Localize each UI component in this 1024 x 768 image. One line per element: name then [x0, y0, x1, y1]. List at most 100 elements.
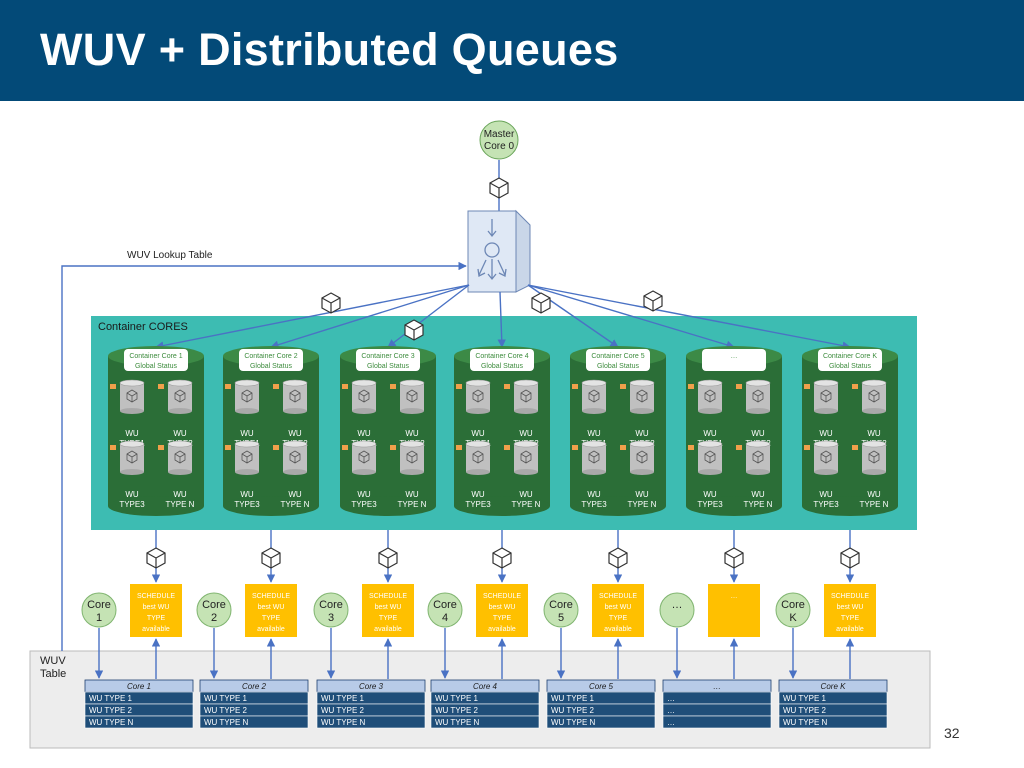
container-core-cylinder[interactable]	[570, 346, 666, 516]
wuv-core-table[interactable]: Core 2WU TYPE 1WU TYPE 2WU TYPE N	[199, 679, 309, 729]
table-row-text: WU TYPE N	[204, 718, 249, 727]
cube-icon	[289, 389, 301, 403]
schedule-cube-icon	[261, 547, 281, 569]
wu-type-label-line1: WU	[519, 429, 533, 438]
wuv-core-table[interactable]: Core 3WU TYPE 1WU TYPE 2WU TYPE N	[316, 679, 426, 729]
queue-flag-icon	[504, 445, 510, 450]
wu-queue[interactable]	[110, 440, 145, 475]
wu-queue[interactable]	[273, 379, 308, 414]
wu-type-label-line1: WU	[125, 429, 139, 438]
schedule-text-line: TYPE	[147, 615, 166, 622]
core-node-line2: 2	[211, 612, 217, 624]
table-row	[316, 715, 426, 729]
container-core-cylinder[interactable]	[340, 346, 436, 516]
wu-queue[interactable]	[225, 379, 260, 414]
schedule-box[interactable]: …	[708, 584, 760, 637]
wu-queue[interactable]	[804, 440, 839, 475]
wu-queue[interactable]	[273, 440, 308, 475]
queue-flag-icon	[158, 384, 164, 389]
global-status-box	[702, 349, 766, 371]
wu-queue[interactable]	[390, 379, 425, 414]
wu-queue[interactable]	[342, 440, 377, 475]
schedule-text-line: available	[257, 626, 285, 633]
core-node[interactable]	[196, 592, 232, 628]
schedule-text-line: SCHEDULE	[369, 593, 407, 600]
table-row-text: …	[667, 718, 675, 727]
queue-flag-icon	[390, 445, 396, 450]
wu-queue[interactable]	[158, 379, 193, 414]
wu-queue[interactable]	[572, 379, 607, 414]
core-node[interactable]	[659, 592, 695, 628]
global-status-box	[470, 349, 534, 371]
container-core-cylinder[interactable]	[454, 346, 550, 516]
wu-queue[interactable]	[688, 440, 723, 475]
container-core-cylinder[interactable]	[108, 346, 204, 516]
fanout-cube-icon	[321, 292, 341, 314]
wu-queue[interactable]	[342, 379, 377, 414]
wu-queue[interactable]	[852, 379, 887, 414]
schedule-text-line: …	[731, 593, 738, 600]
cube-icon	[868, 389, 880, 403]
wuv-core-table[interactable]: Core 4WU TYPE 1WU TYPE 2WU TYPE N	[430, 679, 540, 729]
cube-icon	[704, 450, 716, 464]
wu-queue[interactable]	[736, 440, 771, 475]
cube-icon	[520, 450, 532, 464]
cube-icon	[289, 450, 301, 464]
cube-icon	[520, 389, 532, 403]
wu-queue[interactable]	[620, 379, 655, 414]
wu-queue[interactable]	[504, 379, 539, 414]
queue-flag-icon	[736, 384, 742, 389]
wu-queue[interactable]	[504, 440, 539, 475]
core-node[interactable]	[313, 592, 349, 628]
wu-type-label-line2: TYPE N	[166, 500, 195, 509]
wuv-core-table[interactable]: Core KWU TYPE 1WU TYPE 2WU TYPE N	[778, 679, 888, 729]
wu-queue[interactable]	[804, 379, 839, 414]
container-core-cylinder[interactable]	[223, 346, 319, 516]
global-status-box	[239, 349, 303, 371]
wu-queue[interactable]	[225, 440, 260, 475]
wu-queue[interactable]	[110, 379, 145, 414]
container-core-cylinder[interactable]	[802, 346, 898, 516]
wu-queue[interactable]	[852, 440, 887, 475]
wuv-core-table[interactable]: Core 1WU TYPE 1WU TYPE 2WU TYPE N	[84, 679, 194, 729]
queue-flag-icon	[110, 384, 116, 389]
dispatcher-box[interactable]	[467, 209, 531, 293]
core-node[interactable]	[775, 592, 811, 628]
table-row	[430, 715, 540, 729]
wu-queue[interactable]	[736, 379, 771, 414]
schedule-text-line: SCHEDULE	[483, 593, 521, 600]
wu-type-label-line1: WU	[288, 429, 302, 438]
core-node-line2: 5	[558, 612, 564, 624]
container-core-cylinder[interactable]	[686, 346, 782, 516]
core-node[interactable]	[543, 592, 579, 628]
global-status-line2: Global Status	[597, 363, 640, 370]
wuv-core-table[interactable]: Core 5WU TYPE 1WU TYPE 2WU TYPE N	[546, 679, 656, 729]
wuv-core-table[interactable]: …………	[662, 679, 772, 729]
master-core-node[interactable]	[479, 120, 519, 160]
wu-queue[interactable]	[390, 440, 425, 475]
wu-queue[interactable]	[456, 440, 491, 475]
wu-type-label-line1: WU	[519, 490, 533, 499]
cube-icon	[126, 450, 138, 464]
core-node[interactable]	[81, 592, 117, 628]
schedule-text-line: best WU	[375, 604, 402, 611]
fanout-cube-icon	[531, 292, 551, 314]
wu-queue[interactable]	[456, 379, 491, 414]
wu-queue[interactable]	[572, 440, 607, 475]
wu-queue[interactable]	[620, 440, 655, 475]
table-row-text: WU TYPE 1	[89, 694, 133, 703]
wu-type-label-line1: WU	[240, 429, 254, 438]
table-row-text: WU TYPE N	[321, 718, 366, 727]
cube-icon	[868, 450, 880, 464]
wu-queue[interactable]	[688, 379, 723, 414]
fanout-arrow	[270, 284, 470, 349]
core-node[interactable]	[427, 592, 463, 628]
wu-queue[interactable]	[158, 440, 193, 475]
